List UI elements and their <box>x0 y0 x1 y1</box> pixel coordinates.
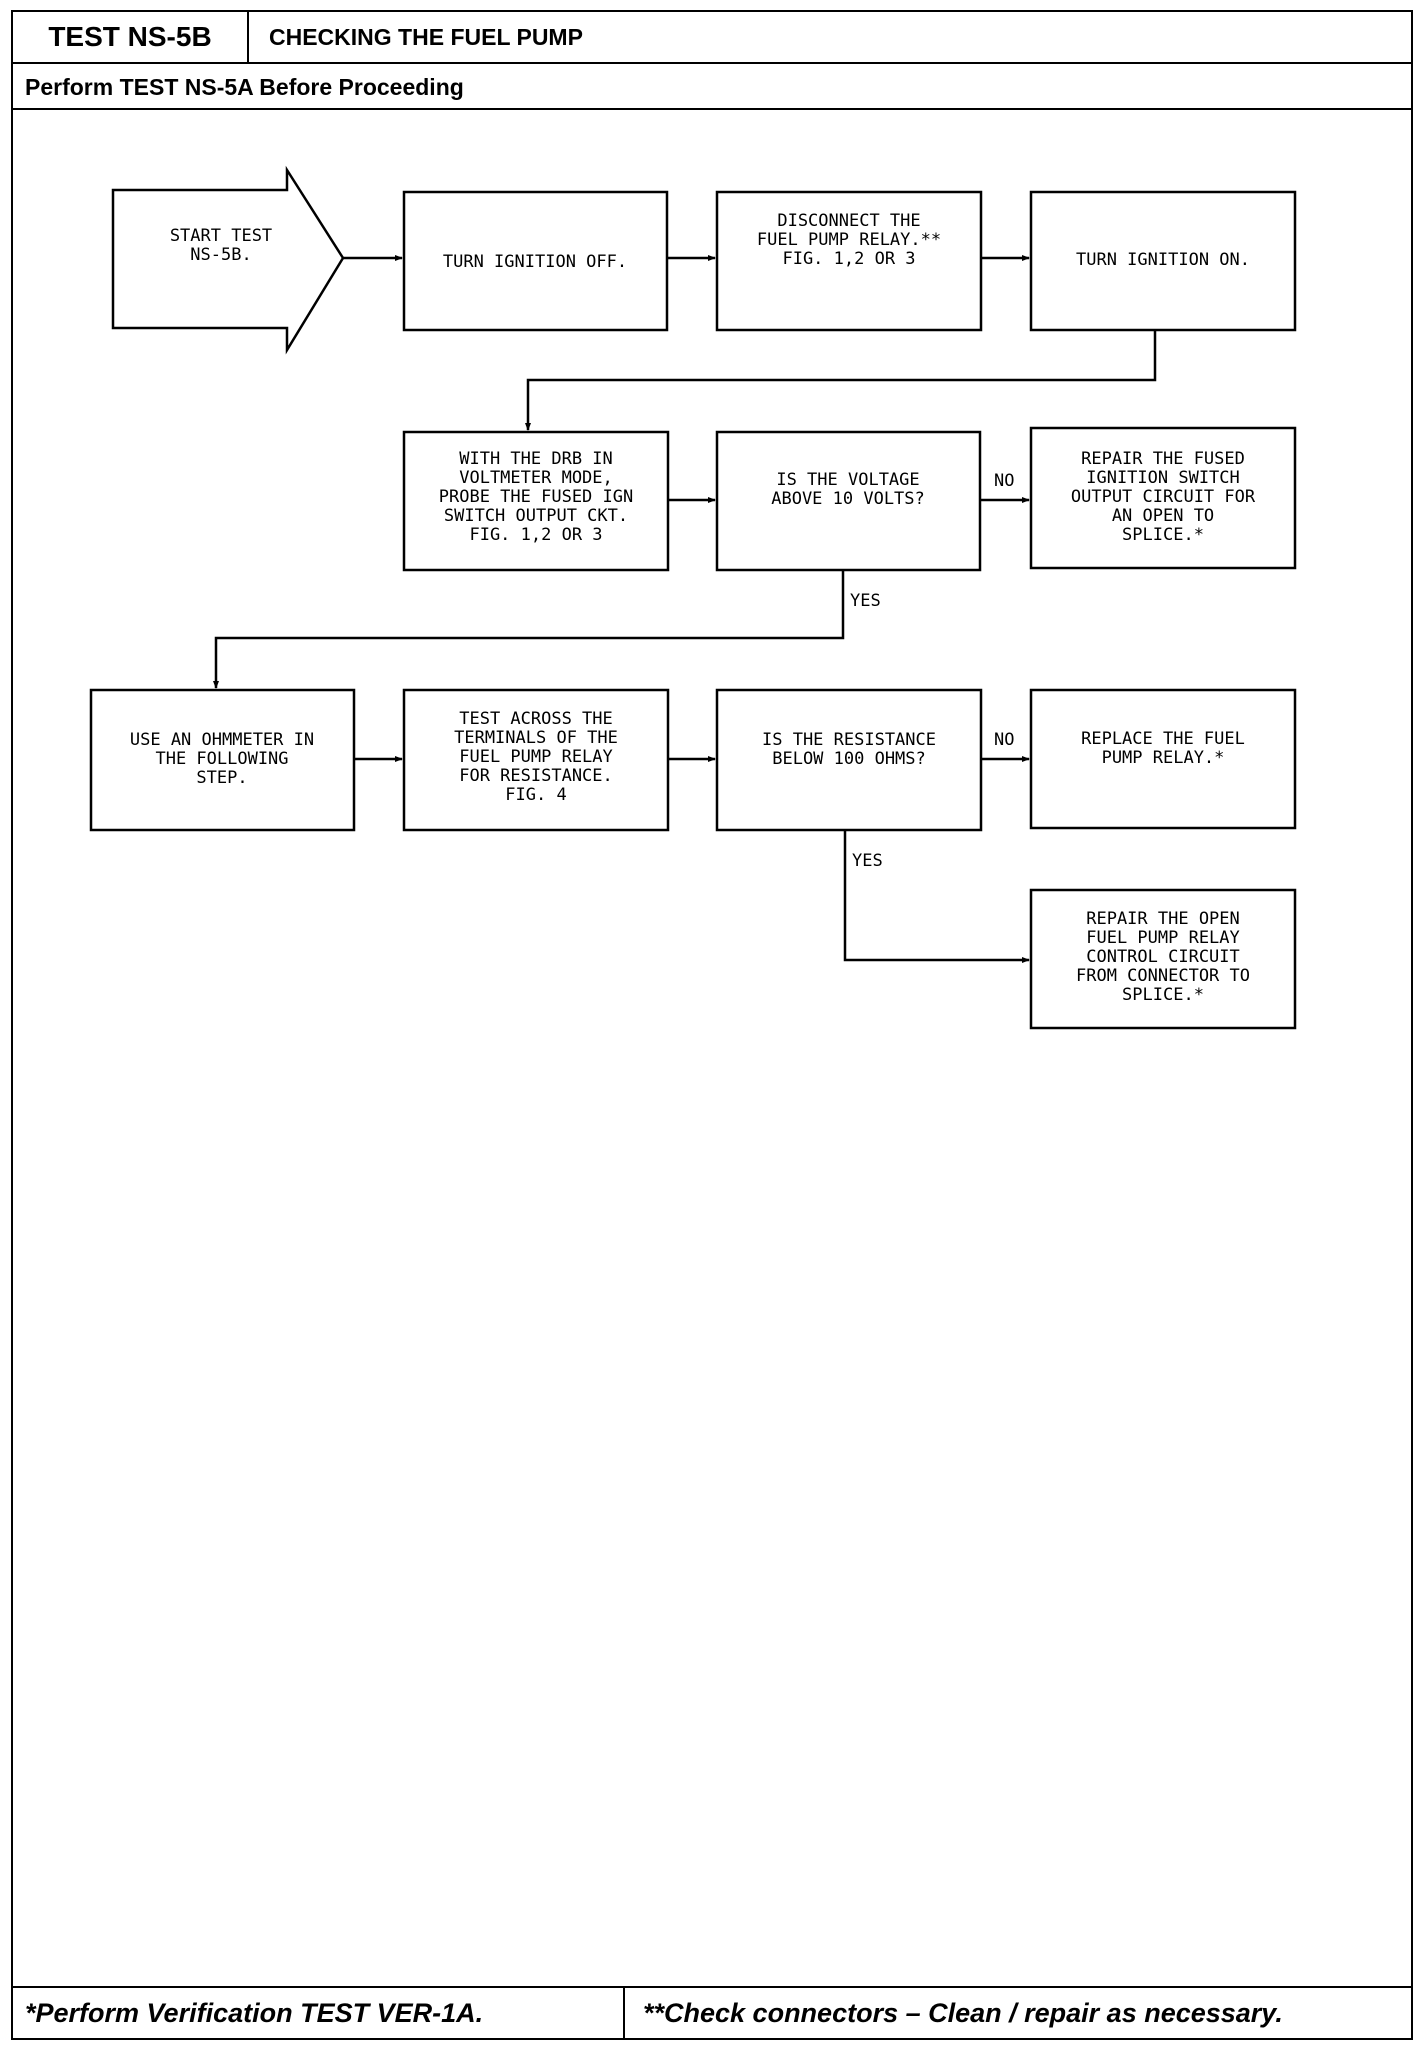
text-line: TERMINALS OF THE <box>454 728 618 748</box>
text-line: VOLTMETER MODE, <box>459 468 613 488</box>
test-id: TEST NS-5B <box>13 12 249 62</box>
step-probe-box <box>402 430 670 572</box>
repair-ignition-box <box>1029 426 1297 570</box>
text-line: USE AN OHMMETER IN <box>130 730 314 750</box>
prerequisite-text: Perform TEST NS-5A Before Proceeding <box>25 74 464 100</box>
text-line: IS THE RESISTANCE <box>762 730 936 750</box>
text-line: AN OPEN TO <box>1112 506 1214 526</box>
text-line: FIG. 1,2 OR 3 <box>782 249 915 269</box>
text-line: REPLACE THE FUEL <box>1081 729 1245 749</box>
step-ignition-on-box <box>1029 190 1297 332</box>
start-arrow-shape <box>111 165 345 355</box>
text-line: BELOW 100 OHMS? <box>772 749 926 769</box>
text-line: TURN IGNITION OFF. <box>443 252 627 272</box>
connector-resistance-yes <box>843 830 1030 963</box>
step-ignition-off-text: TURN IGNITION OFF. <box>443 252 627 272</box>
step-ohmmeter-box <box>89 688 356 832</box>
footer-row: *Perform Verification TEST VER-1A. **Che… <box>13 1986 1411 2038</box>
text-line: FUEL PUMP RELAY <box>459 747 613 767</box>
step-ignition-on-text: TURN IGNITION ON. <box>1076 250 1250 270</box>
label-no-resistance: NO <box>994 730 1014 750</box>
text-line: START TEST <box>170 226 272 246</box>
text-line: FUEL PUMP RELAY <box>1086 928 1240 948</box>
text-line: DISCONNECT THE <box>777 211 920 231</box>
text-line: IGNITION SWITCH <box>1086 468 1240 488</box>
text-line: FUEL PUMP RELAY.** <box>757 230 941 250</box>
text-line: PUMP RELAY.* <box>1102 748 1225 768</box>
text-line: TURN IGNITION ON. <box>1076 250 1250 270</box>
replace-relay-box <box>1029 688 1297 830</box>
text-line: REPAIR THE FUSED <box>1081 449 1245 469</box>
text-line: WITH THE DRB IN <box>459 449 613 469</box>
text-line: FROM CONNECTOR TO <box>1076 966 1250 986</box>
text-line: REPAIR THE OPEN <box>1086 909 1240 929</box>
label-yes-voltage: YES <box>850 591 881 611</box>
connector-voltage-yes <box>213 570 845 689</box>
text-line: THE FOLLOWING <box>155 749 288 769</box>
text-line: SPLICE.* <box>1122 985 1204 1005</box>
text-line: CONTROL CIRCUIT <box>1086 947 1240 967</box>
step-ignition-off-box <box>402 190 669 332</box>
footnote-single-asterisk: *Perform Verification TEST VER-1A. <box>13 1988 625 2038</box>
text-line: FOR RESISTANCE. <box>459 766 613 786</box>
text-line: FIG. 4 <box>505 785 566 805</box>
header-row: TEST NS-5B CHECKING THE FUEL PUMP <box>13 12 1411 64</box>
text-line: TEST ACROSS THE <box>459 709 613 729</box>
footnote-double-asterisk: **Check connectors – Clean / repair as n… <box>643 1997 1283 2028</box>
text-line: PROBE THE FUSED IGN <box>439 487 633 507</box>
label-yes-resistance: YES <box>852 851 883 871</box>
step-test-relay-box <box>402 688 670 832</box>
text-line: OUTPUT CIRCUIT FOR <box>1071 487 1256 507</box>
label-no-voltage: NO <box>994 471 1014 491</box>
text-line: IS THE VOLTAGE <box>776 470 919 490</box>
repair-control-box <box>1029 888 1297 1030</box>
prerequisite-row: Perform TEST NS-5A Before Proceeding <box>13 64 1411 110</box>
text-line: NS-5B. <box>190 245 251 265</box>
connector-on-to-probe <box>525 330 1157 431</box>
text-line: FIG. 1,2 OR 3 <box>469 525 602 545</box>
text-line: SWITCH OUTPUT CKT. <box>444 506 628 526</box>
text-line: STEP. <box>196 768 247 788</box>
text-line: ABOVE 10 VOLTS? <box>771 489 925 509</box>
decision-resistance-box <box>715 688 983 832</box>
page-frame: TEST NS-5B CHECKING THE FUEL PUMP Perfor… <box>11 10 1413 2040</box>
text-line: SPLICE.* <box>1122 525 1204 545</box>
step-disconnect-box <box>715 190 983 332</box>
test-title: CHECKING THE FUEL PUMP <box>269 24 583 50</box>
